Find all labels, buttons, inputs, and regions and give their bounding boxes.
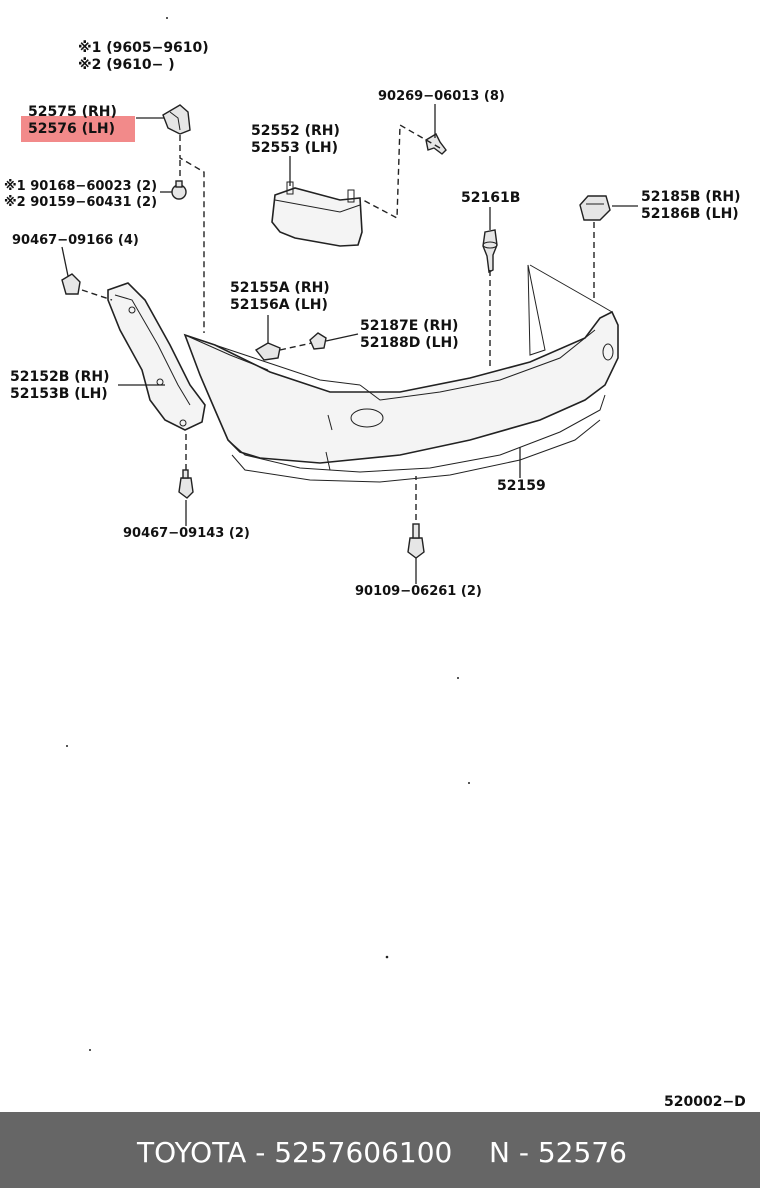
side-clip bbox=[579, 195, 611, 221]
bumper-bracket bbox=[271, 181, 363, 247]
label-52186b[interactable]: 52186B (LH) bbox=[641, 206, 739, 222]
label-52159[interactable]: 52159 bbox=[497, 478, 546, 494]
label-52552[interactable]: 52552 (RH) bbox=[251, 123, 340, 139]
label-90109[interactable]: 90109−06261 (2) bbox=[355, 584, 482, 599]
screw-90467-b bbox=[178, 469, 194, 499]
label-52153b[interactable]: 52153B (LH) bbox=[10, 386, 108, 402]
label-52553[interactable]: 52553 (LH) bbox=[251, 140, 339, 156]
note-1: ※1 (9605−9610) bbox=[78, 40, 209, 56]
label-90168[interactable]: ※1 90168−60023 (2) bbox=[4, 179, 158, 194]
label-90467-09166[interactable]: 90467−09166 (4) bbox=[12, 233, 139, 248]
parts-diagram: ※1 (9605−9610) ※2 (9610− ) 52575 (RH) 52… bbox=[4, 17, 746, 1110]
screw-90168 bbox=[171, 180, 187, 200]
footer-part-number: TOYOTA - 5257606100 bbox=[137, 1136, 453, 1169]
label-52156a[interactable]: 52156A (LH) bbox=[230, 297, 328, 313]
label-90467-09143[interactable]: 90467−09143 (2) bbox=[123, 526, 250, 541]
label-90159[interactable]: ※2 90159−60431 (2) bbox=[4, 195, 158, 210]
pin-clip bbox=[309, 332, 327, 350]
note-2: ※2 (9610− ) bbox=[78, 57, 175, 73]
bolt-90109 bbox=[407, 523, 425, 559]
exploded-view-drawing bbox=[61, 17, 638, 1051]
bracket-clip bbox=[162, 104, 191, 135]
label-52576[interactable]: 52576 (LH) bbox=[28, 121, 116, 137]
footer-reference: N - 52576 bbox=[489, 1136, 627, 1169]
label-52161b[interactable]: 52161B bbox=[461, 190, 521, 206]
diagram-code: 520002−D bbox=[664, 1094, 746, 1110]
label-90269[interactable]: 90269−06013 (8) bbox=[378, 89, 505, 104]
rear-bumper-cover bbox=[183, 264, 619, 483]
label-52185b[interactable]: 52185B (RH) bbox=[641, 189, 741, 205]
highlight-box bbox=[21, 116, 135, 142]
rivet bbox=[482, 229, 498, 274]
screw-90269 bbox=[425, 133, 447, 155]
footer-bar: TOYOTA - 5257606100 N - 52576 bbox=[0, 1112, 760, 1188]
spacer bbox=[254, 342, 281, 361]
label-52188d[interactable]: 52188D (LH) bbox=[360, 335, 459, 351]
label-52155a[interactable]: 52155A (RH) bbox=[230, 280, 330, 296]
label-52152b[interactable]: 52152B (RH) bbox=[10, 369, 110, 385]
side-retainer bbox=[107, 282, 206, 431]
clip-90467-a bbox=[61, 273, 81, 295]
label-52187e[interactable]: 52187E (RH) bbox=[360, 318, 459, 334]
label-52575[interactable]: 52575 (RH) bbox=[28, 104, 117, 120]
